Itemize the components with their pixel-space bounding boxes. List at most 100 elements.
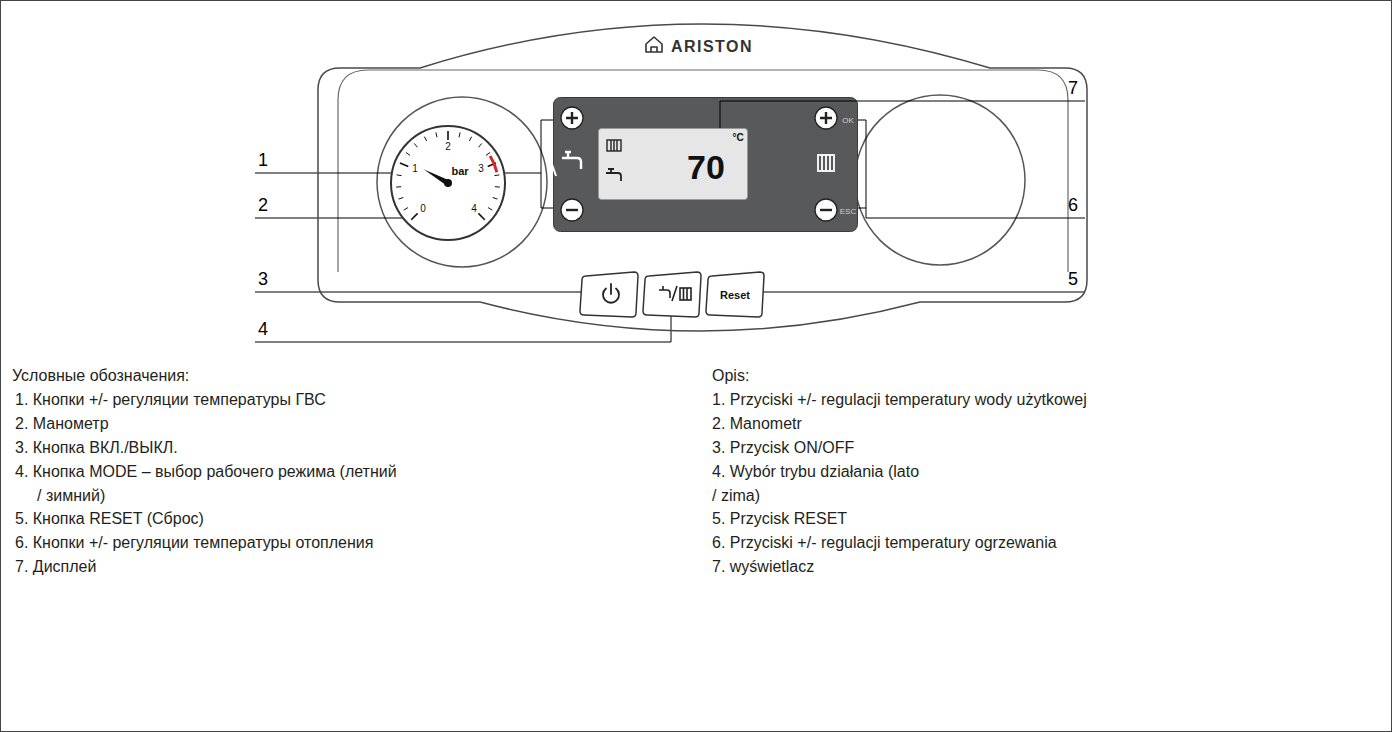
- tap-icon: [562, 152, 581, 169]
- radiator-icon: [818, 155, 834, 171]
- leader-line: [255, 292, 600, 293]
- gauge-tick: [459, 132, 460, 137]
- gauge-tick: [495, 186, 500, 187]
- plus-button: [815, 107, 837, 129]
- callout-number: 2: [258, 196, 268, 216]
- lcd-screen-outline: [598, 128, 748, 200]
- legend-item: 4. Wybór trybu działania (lato / zima): [712, 460, 927, 507]
- callout-number: 7: [1068, 79, 1078, 99]
- legend-item: 2. Manometr: [712, 412, 802, 436]
- gauge-tick: [494, 174, 499, 176]
- power-symbol: [603, 284, 619, 303]
- legend-item: 3. Кнопка ВКЛ./ВЫКЛ.: [15, 436, 178, 460]
- legend-item: 7. wyświetlacz: [712, 555, 814, 579]
- leader-line: [750, 292, 1085, 293]
- callout-number: 5: [1068, 270, 1078, 290]
- slash-symbol: [672, 286, 677, 301]
- knob-recess: [855, 95, 1025, 265]
- needle-hub: [444, 179, 452, 187]
- gauge-tick: [411, 213, 417, 219]
- lcd-screen: °C 70: [598, 128, 748, 200]
- lcd-screen-shape: [599, 129, 748, 200]
- gauge-bezel: [377, 97, 547, 267]
- unit-label: °C: [732, 132, 743, 144]
- minus-sign: [820, 209, 832, 211]
- gauge-tick: [397, 174, 402, 176]
- legend-item: 5. Кнопка RESET (Сброс): [15, 507, 204, 531]
- boiler-panel: bar 0 1 2 3 4 °C 70 OK ESC Reset ARISTON: [318, 18, 1087, 338]
- legend-item: 2. Манометр: [15, 412, 109, 436]
- callout-number: 6: [1068, 196, 1078, 216]
- gauge-tick: [469, 137, 471, 141]
- scale-number: 2: [445, 141, 451, 153]
- unit-label: bar: [451, 165, 468, 178]
- gauge-scale: [396, 131, 500, 220]
- control-display: °C 70 OK ESC: [553, 97, 858, 232]
- control-display-shape: [554, 98, 858, 232]
- gauge-tick: [399, 198, 404, 200]
- scale-number: 4: [471, 203, 477, 215]
- button-label: Reset: [720, 289, 750, 302]
- boiler-panel-shape: [318, 24, 1087, 331]
- logo-house-icon: [646, 37, 662, 52]
- gauge-tick: [406, 152, 410, 155]
- gauge-tick: [488, 163, 496, 166]
- brand-logo: ARISTON: [671, 38, 753, 56]
- legend-item: 6. Przyciski +/- regulacji temperatury o…: [712, 531, 1057, 555]
- gauge-tick: [478, 213, 484, 219]
- legend-heading: Условные обозначения:: [12, 364, 189, 388]
- scale-number: 3: [478, 163, 484, 175]
- radiator-fins: [684, 288, 688, 300]
- power-button: [580, 272, 638, 317]
- legend-item: 7. Дисплей: [15, 555, 96, 579]
- lcd-tap-icon: [606, 169, 621, 181]
- lcd-radiator-icon: [607, 140, 621, 151]
- minus-button: [561, 199, 583, 221]
- callout-number: 4: [258, 320, 268, 340]
- radiator-body: [607, 140, 621, 151]
- button-caption: ESC: [840, 207, 856, 216]
- scale-number: 1: [412, 163, 418, 175]
- gauge-tick: [493, 198, 498, 200]
- gauge-red-zone: [490, 156, 497, 172]
- gauge-tick: [436, 132, 437, 137]
- plus-sign: [820, 112, 832, 124]
- display-buttons: [561, 107, 837, 221]
- minus-button: [815, 199, 837, 221]
- gauge-tick: [404, 208, 408, 211]
- legend-item: 6. Кнопки +/- регуляции температуры отоп…: [15, 531, 373, 555]
- gauge-tick: [414, 143, 417, 147]
- callout-number: 3: [258, 270, 268, 290]
- radiator-body: [680, 288, 691, 300]
- tap-symbol: [659, 286, 670, 298]
- gauge-tick: [488, 208, 492, 211]
- wrench-icon: [547, 150, 556, 176]
- panel-inner-outline: [338, 70, 1068, 272]
- gauge-tick: [424, 137, 426, 141]
- legend-item: 4. Кнопка MODE – выбор рабочего режима (…: [15, 460, 397, 507]
- reset-button-shape: [706, 272, 764, 317]
- leader-line: [850, 120, 1085, 218]
- plus-sign: [566, 112, 578, 124]
- legend-item: 3. Przycisk ON/OFF: [712, 436, 854, 460]
- legend-item: 1. Przyciski +/- regulacji temperatury w…: [712, 388, 1087, 412]
- legend-heading: Opis:: [712, 364, 749, 388]
- radiator-fins: [822, 155, 830, 171]
- radiator-fins: [611, 140, 617, 151]
- radiator-body: [818, 155, 834, 171]
- legend-item: 1. Кнопки +/- регуляции температуры ГВС: [15, 388, 326, 412]
- manometer-gauge: bar 0 1 2 3 4: [390, 125, 506, 241]
- callout-number: 1: [258, 151, 268, 171]
- mode-button: [643, 272, 701, 317]
- temperature-readout: 70: [687, 148, 725, 187]
- gauge-tick: [400, 163, 408, 166]
- gauge-tick: [447, 131, 449, 140]
- scale-number: 0: [420, 203, 426, 215]
- legend-item: 5. Przycisk RESET: [712, 507, 847, 531]
- manometer-gauge-shape: [391, 126, 505, 240]
- gauge-needle: [424, 169, 450, 185]
- button-caption: OK: [842, 116, 854, 125]
